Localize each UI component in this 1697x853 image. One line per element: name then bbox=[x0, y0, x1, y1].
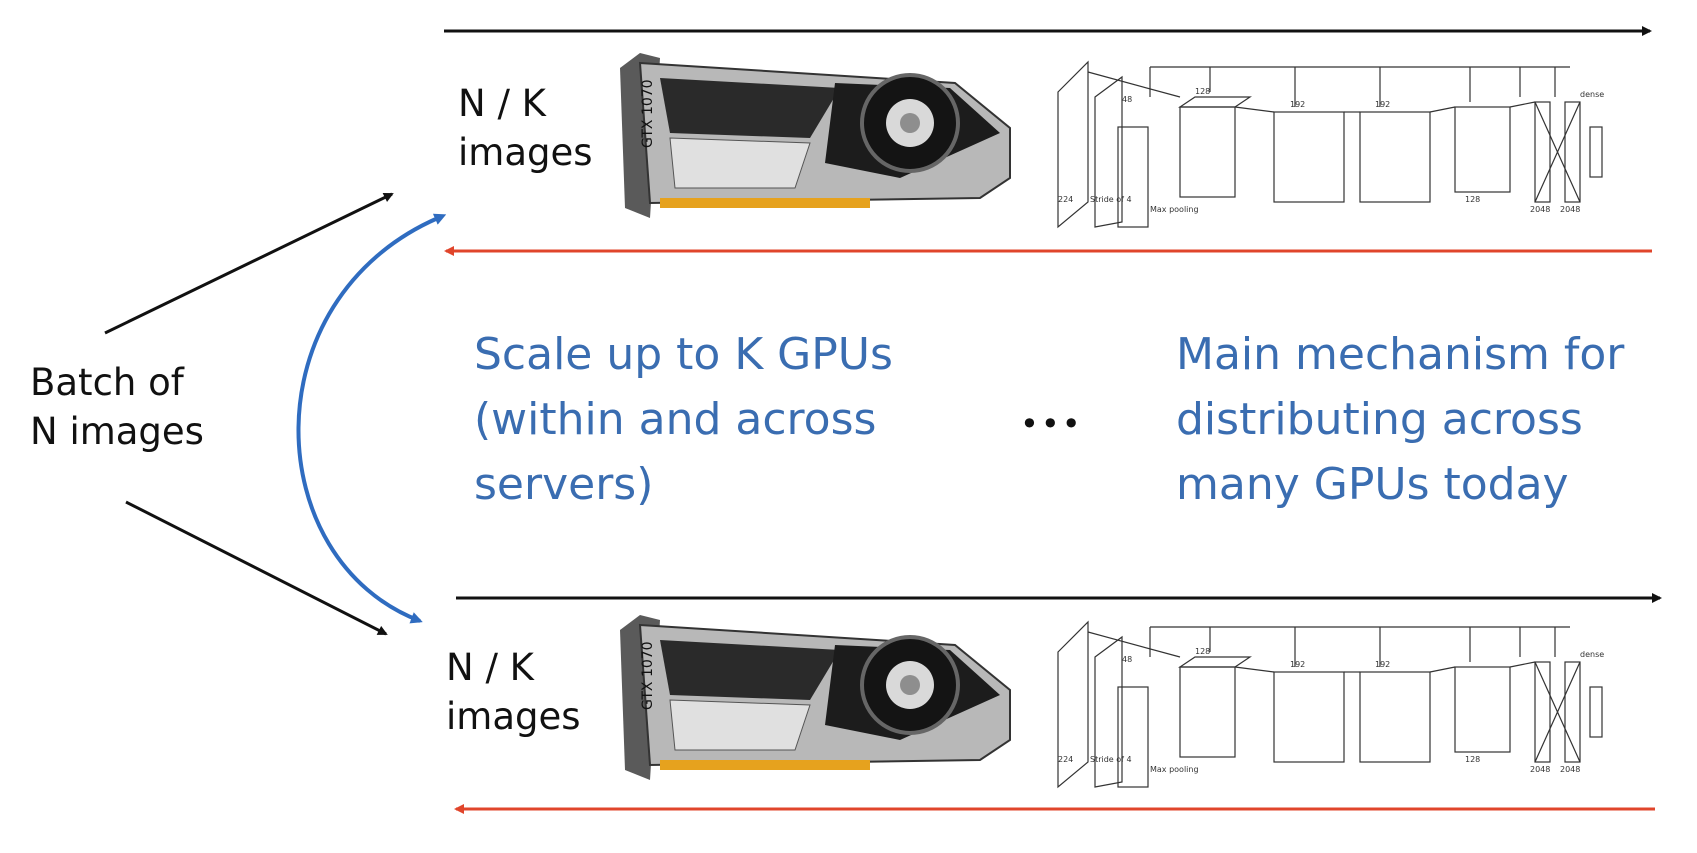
scale-up-text: Scale up to K GPUs (within and across se… bbox=[474, 322, 893, 517]
net-bottom-label-2048a: 2048 bbox=[1530, 765, 1550, 774]
row-label-bottom-line-1: N / K bbox=[446, 646, 534, 689]
scale-up-line-1: Scale up to K GPUs bbox=[474, 329, 893, 380]
gpu-badge-bottom: GTX 1070 bbox=[640, 641, 656, 710]
split-arrow-up bbox=[104, 192, 394, 335]
net-bottom-label-stride: Stride of 4 bbox=[1090, 755, 1132, 764]
net-top-label-dense: dense bbox=[1580, 90, 1604, 99]
gpu-card-bottom-group: GTX 1070 bbox=[620, 615, 1011, 780]
split-arrow-down bbox=[125, 500, 388, 636]
net-top-label-192a: 192 bbox=[1290, 100, 1305, 109]
mechanism-line-3: many GPUs today bbox=[1176, 459, 1569, 510]
net-bottom-label-192a: 192 bbox=[1290, 660, 1305, 669]
net-top-label-192b: 192 bbox=[1375, 100, 1390, 109]
gpu-card-top: GTX 1070 bbox=[620, 53, 1011, 218]
ellipsis: ••• bbox=[1020, 405, 1083, 443]
batch-label: Batch of N images bbox=[30, 358, 204, 456]
scale-up-line-2: (within and across bbox=[474, 394, 877, 445]
net-top-label-224: 224 bbox=[1058, 195, 1073, 204]
scale-curve-arrow bbox=[296, 213, 447, 624]
net-bottom-label-224: 224 bbox=[1058, 755, 1073, 764]
row-label-top: N / K images bbox=[458, 79, 593, 177]
network-diagram-bottom: 224 Stride of 4 48 128 Max pooling 192 1… bbox=[1057, 620, 1604, 789]
net-bottom-label-192b: 192 bbox=[1375, 660, 1390, 669]
net-top-label-2048a: 2048 bbox=[1530, 205, 1550, 214]
net-bottom-label-dense: dense bbox=[1580, 650, 1604, 659]
network-diagram-top: 224 Stride of 4 48 128 Max pooling 192 1… bbox=[1057, 60, 1604, 229]
row-label-top-line-2: images bbox=[458, 131, 593, 174]
gpu-badge-top: GTX 1070 bbox=[640, 79, 656, 148]
mechanism-line-1: Main mechanism for bbox=[1176, 329, 1625, 380]
gpu-card-bottom: GTX 1070 bbox=[620, 615, 1011, 780]
net-bottom-label-2048b: 2048 bbox=[1560, 765, 1580, 774]
net-top-label-128b: 128 bbox=[1465, 195, 1480, 204]
net-bottom-label-128b: 128 bbox=[1465, 755, 1480, 764]
net-top-label-stride: Stride of 4 bbox=[1090, 195, 1132, 204]
scale-up-line-3: servers) bbox=[474, 459, 654, 510]
net-top-label-maxpool-1: Max pooling bbox=[1150, 205, 1199, 214]
net-bottom-label-maxpool-1: Max pooling bbox=[1150, 765, 1199, 774]
row-label-bottom: N / K images bbox=[446, 643, 581, 741]
net-top-label-128a: 128 bbox=[1195, 87, 1210, 96]
row-label-bottom-line-2: images bbox=[446, 695, 581, 738]
gpu-card-top-group: GTX 1070 bbox=[620, 53, 1011, 218]
net-bottom-label-128a: 128 bbox=[1195, 647, 1210, 656]
mechanism-text: Main mechanism for distributing across m… bbox=[1176, 322, 1624, 517]
net-top-label-2048b: 2048 bbox=[1560, 205, 1580, 214]
mechanism-line-2: distributing across bbox=[1176, 394, 1583, 445]
batch-label-line-1: Batch of bbox=[30, 361, 184, 404]
net-top-label-48: 48 bbox=[1122, 95, 1132, 104]
net-bottom-label-48: 48 bbox=[1122, 655, 1132, 664]
batch-label-line-2: N images bbox=[30, 410, 204, 453]
row-label-top-line-1: N / K bbox=[458, 82, 546, 125]
